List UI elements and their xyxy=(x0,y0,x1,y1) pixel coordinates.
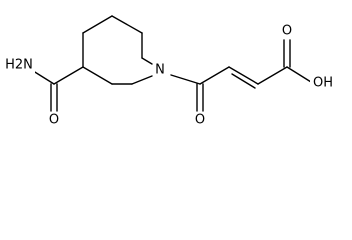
ketone-o-label-bg xyxy=(193,112,207,128)
acid-o-label: O xyxy=(282,24,292,39)
bond-n-to-ketone-carbon xyxy=(170,74,201,85)
amide-nh2-label: H2N xyxy=(5,58,33,73)
acid-o-label-bg xyxy=(280,23,294,39)
amide-o-label: O xyxy=(49,113,59,128)
piperidine-ring xyxy=(82,15,153,85)
ring-bond-c4-c5 xyxy=(111,15,143,34)
amide-o-label-bg xyxy=(47,112,61,128)
acid-oh-label: OH xyxy=(313,76,333,91)
ring-bond-c3-c4 xyxy=(82,15,113,34)
atom-labels: H2N O N O O OH xyxy=(4,23,336,128)
bond-alkene-to-acid-carbon xyxy=(257,66,288,85)
bond-alkene-2 xyxy=(231,73,256,89)
ring-bond-c2-c3 xyxy=(82,66,113,85)
ring-bond-c6-n xyxy=(141,57,153,65)
chemical-structure-diagram: H2N O N O O OH xyxy=(4,15,336,128)
bond-alkene-1 xyxy=(228,66,259,85)
acid-oh-label-bg xyxy=(310,75,336,91)
ketone-o-label: O xyxy=(195,113,205,128)
bond-ring-to-amide-carbon xyxy=(53,66,84,85)
butenoic-acid-chain xyxy=(170,39,312,112)
ring-bond-n-c2 xyxy=(131,75,153,85)
carboxamide-group xyxy=(29,66,84,112)
bond-ketone-to-alkene xyxy=(199,66,230,85)
ring-n-label: N xyxy=(155,63,165,78)
ring-n-label-bg xyxy=(153,62,168,78)
bond-acid-to-oh xyxy=(286,66,312,83)
amide-nh2-label-bg xyxy=(4,57,35,73)
